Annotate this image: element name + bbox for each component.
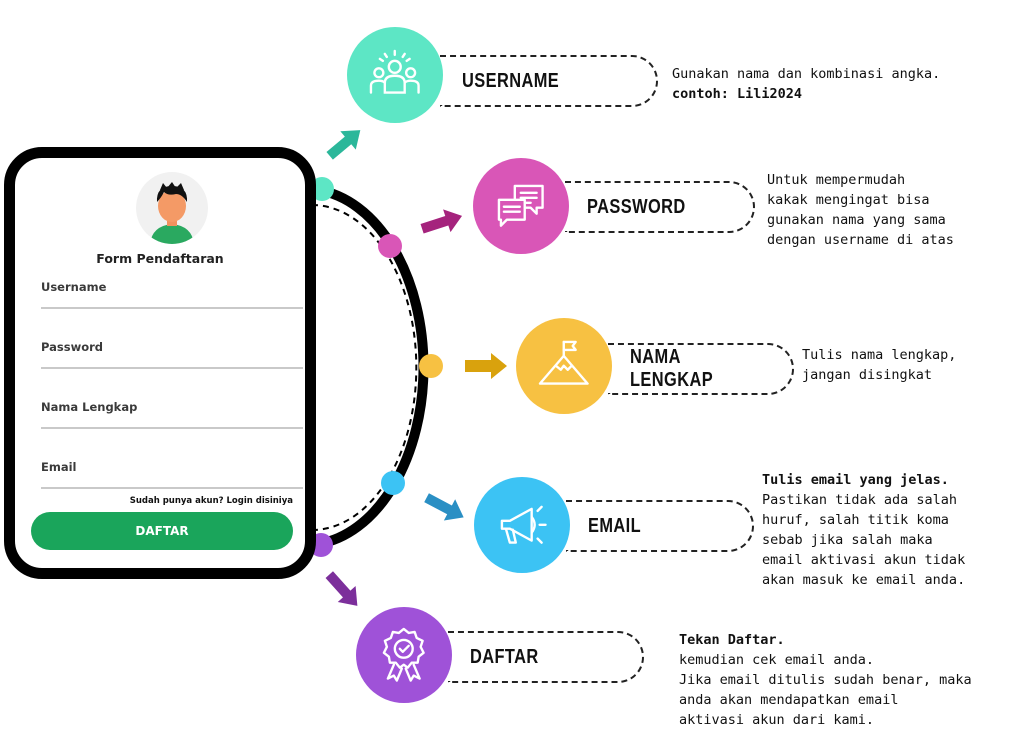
email-label-box: EMAIL	[566, 500, 754, 552]
step-label-password: PASSWORD	[587, 195, 686, 218]
registration-form-card: Form Pendaftaran Username Password Nama …	[4, 147, 316, 579]
arc-dot-nama	[419, 354, 443, 378]
daftar-description: Tekan Daftar. kemudian cek email anda. J…	[679, 630, 999, 730]
avatar	[136, 172, 208, 244]
arrow-password	[420, 209, 463, 234]
email-desc-line-1: Pastikan tidak ada salah	[762, 492, 958, 508]
daftar-desc-line-3: anda akan mendapatkan email	[679, 692, 899, 708]
nama-desc-line-1: Tulis nama lengkap,	[802, 347, 957, 363]
password-desc-line-1: Untuk mempermudah	[767, 172, 906, 188]
username-desc-line-1: Gunakan nama dan kombinasi angka.	[672, 66, 941, 82]
form-title: Form Pendaftaran	[96, 251, 224, 266]
email-description: Tulis email yang jelas. Pastikan tidak a…	[762, 470, 998, 590]
email-desc-line-5: akan masuk ke email anda.	[762, 572, 966, 588]
step-label-daftar: DAFTAR	[470, 645, 539, 668]
password-field[interactable]: Password	[41, 329, 303, 369]
megaphone-icon	[474, 477, 570, 573]
email-desc-line-4: email aktivasi akun tidak	[762, 552, 966, 568]
nama-lengkap-label-box: NAMA LENGKAP	[608, 343, 794, 395]
arc-dot-password	[378, 234, 402, 258]
arc-dot-username	[310, 177, 334, 201]
arrow-nama	[465, 353, 507, 379]
daftar-label-box: DAFTAR	[448, 631, 644, 683]
step-label-nama-lengkap: NAMA LENGKAP	[630, 346, 714, 391]
outer-arc	[317, 185, 429, 549]
users-icon	[347, 27, 443, 123]
step-label-email: EMAIL	[588, 514, 642, 537]
nama-lengkap-field[interactable]: Nama Lengkap	[41, 389, 303, 429]
daftar-desc-line-4: aktivasi akun dari kami.	[679, 712, 875, 728]
daftar-desc-line-1: kemudian cek email anda.	[679, 652, 875, 668]
username-field[interactable]: Username	[41, 269, 303, 309]
daftar-button[interactable]: DAFTAR	[31, 512, 293, 550]
login-link[interactable]: Sudah punya akun? Login disiniya	[129, 496, 293, 506]
email-desc-line-2: huruf, salah titik koma	[762, 512, 949, 528]
arrow-daftar	[325, 571, 358, 606]
arrow-username	[326, 130, 361, 160]
nama-lengkap-description: Tulis nama lengkap, jangan disingkat	[802, 345, 1017, 385]
nama-desc-line-2: jangan disingkat	[802, 367, 933, 383]
password-label: Password	[41, 340, 103, 354]
email-desc-line-3: sebab jika salah maka	[762, 532, 933, 548]
step-label-username: USERNAME	[462, 69, 560, 92]
password-desc-line-4: dengan username di atas	[767, 232, 954, 248]
daftar-desc-line-2: Jika email ditulis sudah benar, maka	[679, 672, 972, 688]
email-field[interactable]: Email	[41, 449, 303, 489]
password-desc-line-2: kakak mengingat bisa	[767, 192, 930, 208]
password-label-box: PASSWORD	[565, 181, 755, 233]
nama-lengkap-label: Nama Lengkap	[41, 400, 138, 414]
email-desc-heading: Tulis email yang jelas.	[762, 472, 949, 488]
password-desc-line-3: gunakan nama yang sama	[767, 212, 946, 228]
chat-bubbles-icon	[473, 158, 569, 254]
username-description: Gunakan nama dan kombinasi angka. contoh…	[672, 64, 1012, 104]
inner-dashed-arc	[311, 204, 418, 531]
username-label: Username	[41, 280, 107, 294]
mountain-flag-icon	[516, 318, 612, 414]
username-desc-line-2: contoh: Lili2024	[672, 86, 803, 102]
password-description: Untuk mempermudah kakak mengingat bisa g…	[767, 170, 1017, 250]
daftar-desc-heading: Tekan Daftar.	[679, 632, 785, 648]
award-badge-icon	[356, 607, 452, 703]
arc-dot-email	[381, 471, 405, 495]
username-label-box: USERNAME	[440, 55, 658, 107]
arrow-email	[424, 493, 464, 521]
email-label: Email	[41, 460, 77, 474]
